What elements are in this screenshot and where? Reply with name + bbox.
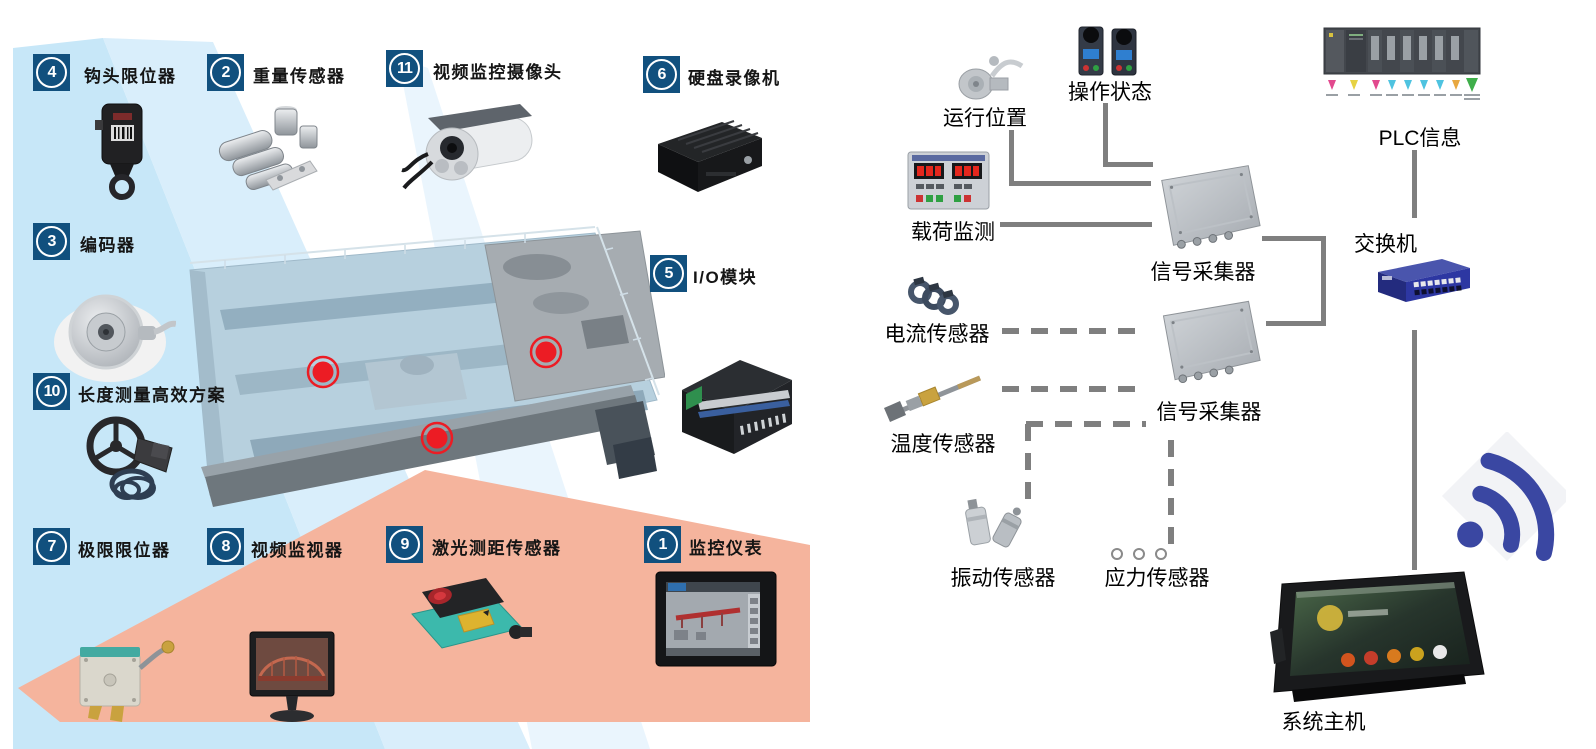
badge-8: 8	[207, 528, 244, 565]
io-module-image	[682, 360, 792, 454]
badge-11: 11	[386, 50, 423, 87]
vibration-sensor-image	[965, 498, 1022, 548]
line-load-monitor-h	[1000, 222, 1152, 227]
alarm-markers	[306, 335, 563, 455]
label-current-sensor: 电流传感器	[884, 323, 990, 346]
line-plc-v	[1412, 150, 1417, 218]
length-measure-image	[86, 416, 173, 500]
item-label-length-measure: 长度测量高效方案	[78, 386, 226, 405]
ellipsis-dot-3	[1155, 548, 1167, 560]
label-op-status: 操作状态	[1068, 81, 1152, 104]
limit-switch-image	[79, 640, 175, 722]
crane-trolley-image	[189, 226, 665, 507]
weight-sensor-image	[218, 106, 318, 191]
label-stress-sensor: 应力传感器	[1104, 567, 1210, 590]
ellipsis-dot-2	[1133, 548, 1145, 560]
dash-temp-sensor	[1002, 386, 1139, 392]
tablet-host-image	[1270, 571, 1485, 702]
laser-sensor-image	[411, 578, 532, 649]
label-temp-sensor: 温度传感器	[890, 433, 996, 456]
item-label-hook-limiter: 钩头限位器	[84, 67, 177, 86]
ellipsis-dot-1	[1111, 548, 1123, 560]
dash-vibration-v	[1025, 424, 1031, 502]
badge-5: 5	[650, 255, 687, 292]
hook-limiter-image	[95, 103, 143, 200]
rotary-encoder-image	[958, 56, 1024, 100]
label-signal-collector-2: 信号采集器	[1156, 401, 1262, 424]
dash-current-sensor	[1002, 328, 1139, 334]
item-label-video-monitor: 视频监视器	[251, 541, 344, 560]
line-collector-bracket-top	[1262, 236, 1326, 241]
item-label-dvr: 硬盘录像机	[688, 69, 781, 88]
badge-2: 2	[207, 54, 244, 91]
badge-6: 6	[643, 56, 680, 93]
badge-9: 9	[386, 526, 423, 563]
label-plc-info: PLC信息	[1378, 127, 1462, 150]
joystick-controllers-image	[1078, 26, 1137, 76]
label-load-monitor: 载荷监测	[911, 221, 995, 244]
current-sensor-image	[908, 276, 959, 315]
line-op-status-v	[1103, 103, 1108, 167]
signal-collector-image	[1162, 300, 1261, 384]
item-label-laser-sensor: 激光测距传感器	[432, 539, 562, 558]
dvr-image	[658, 120, 762, 192]
line-op-status-h	[1103, 162, 1153, 167]
dash-vibration-h	[1026, 421, 1146, 427]
badge-1: 1	[644, 526, 681, 563]
item-label-io-module: I/O模块	[693, 268, 758, 287]
temperature-probe-image	[884, 375, 981, 422]
surveillance-camera-image	[401, 104, 533, 190]
item-label-monitor-instrument: 监控仪表	[689, 539, 763, 558]
item-label-weight-sensor: 重量传感器	[253, 67, 346, 86]
line-collector-bracket-v	[1321, 236, 1326, 326]
badge-3: 3	[33, 223, 70, 260]
video-monitor-image	[249, 631, 335, 722]
label-system-host: 系统主机	[1281, 711, 1366, 734]
item-label-encoder: 编码器	[80, 236, 136, 255]
label-signal-collector-1: 信号采集器	[1150, 261, 1256, 284]
label-switch: 交换机	[1354, 233, 1417, 256]
plc-rack-image	[1323, 27, 1481, 100]
encoder-image	[54, 294, 176, 382]
signal-collector-image	[1161, 165, 1261, 249]
badge-10: 10	[33, 373, 70, 410]
line-collector-bracket-bottom	[1266, 321, 1323, 326]
item-label-limit-switch: 极限限位器	[78, 541, 171, 560]
label-run-position: 运行位置	[943, 107, 1027, 130]
network-switch-image	[1378, 259, 1470, 302]
line-switch-host-v	[1412, 330, 1417, 570]
line-run-position-h	[1009, 181, 1151, 186]
load-display-image	[907, 151, 990, 210]
line-run-position-v	[1009, 130, 1014, 185]
badge-7: 7	[33, 528, 70, 565]
label-vibration-sensor: 振动传感器	[950, 567, 1056, 590]
item-label-camera: 视频监控摄像头	[433, 63, 563, 82]
monitor-instrument-image	[655, 571, 777, 667]
badge-4: 4	[33, 54, 70, 91]
wifi-icon	[1441, 432, 1566, 562]
dash-stress-v	[1168, 440, 1174, 544]
